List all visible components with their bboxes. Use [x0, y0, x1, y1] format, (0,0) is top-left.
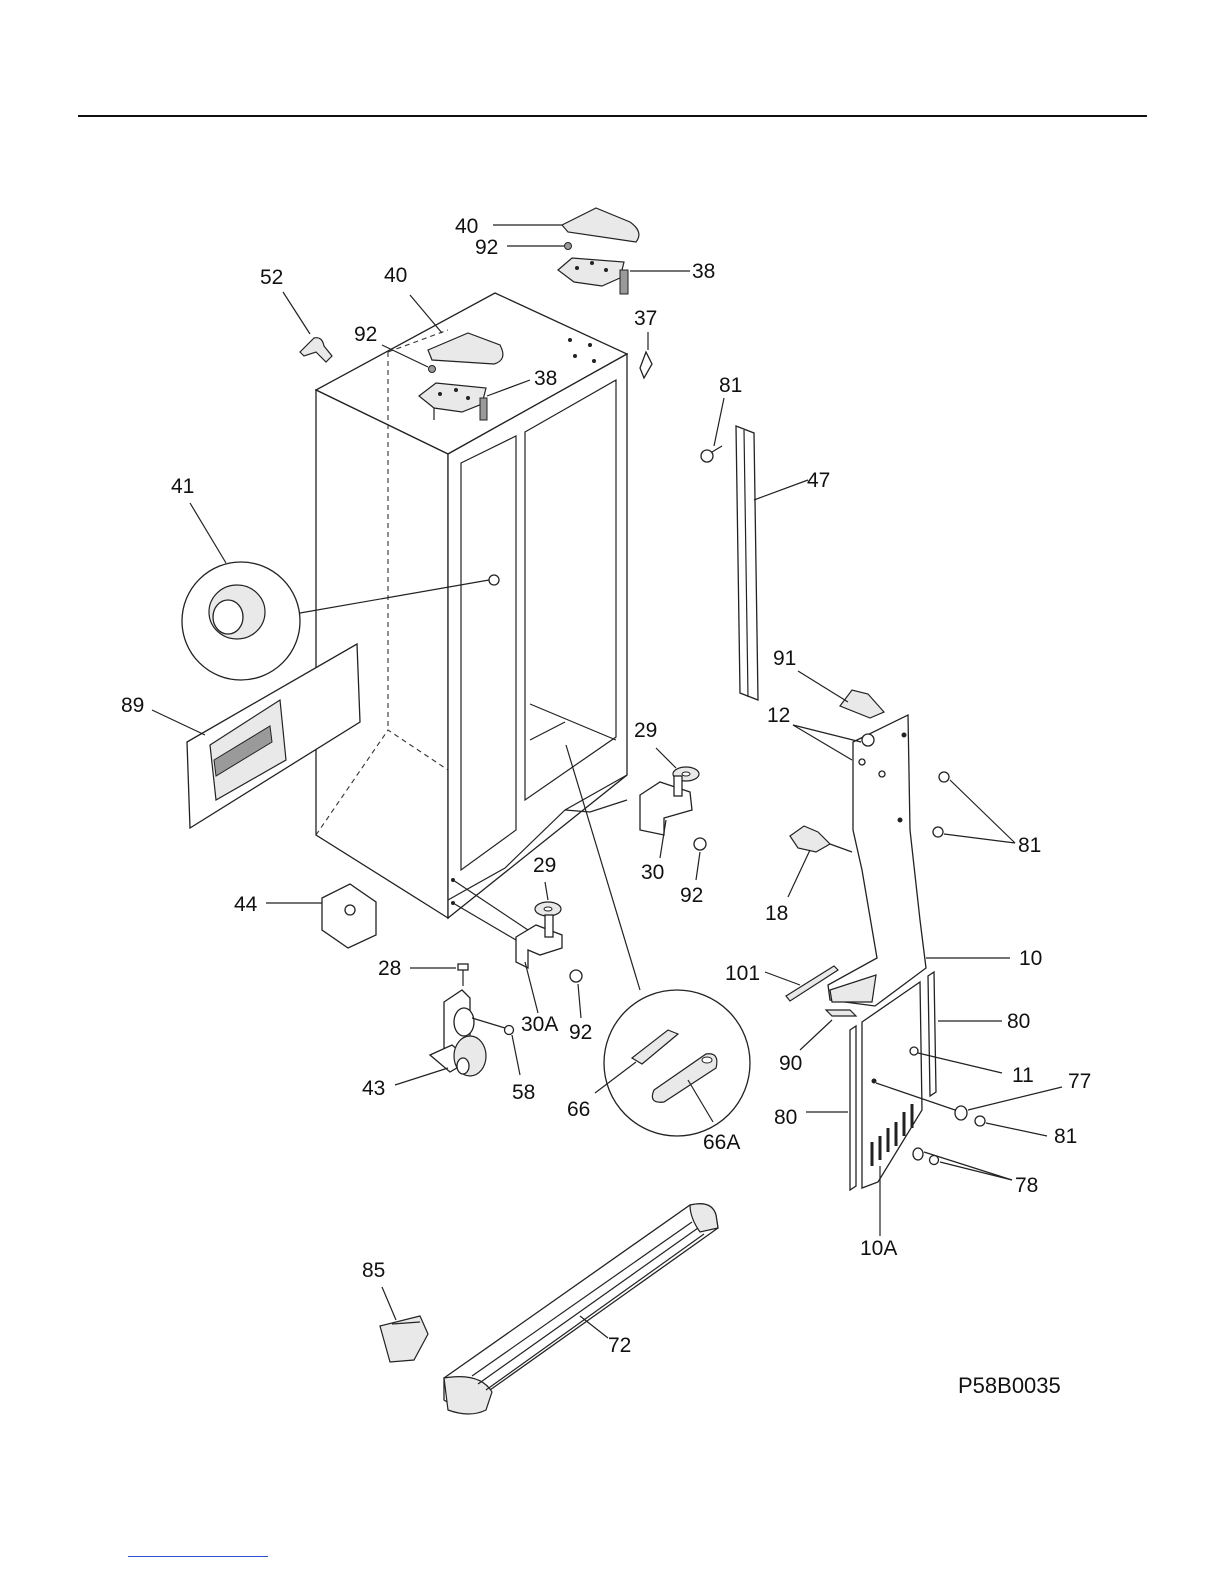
label-92-right: 92: [680, 884, 703, 907]
thermostat-18: [790, 826, 852, 852]
screw-58: [505, 1026, 514, 1035]
label-47: 47: [807, 469, 830, 492]
screw-lower: [429, 366, 436, 373]
part-90: [826, 1010, 856, 1016]
end-cap-85: [380, 1316, 428, 1362]
label-89: 89: [121, 694, 144, 717]
hinge-cover-upper: [562, 208, 639, 242]
screw-78: [930, 1156, 939, 1165]
label-92-upper: 92: [475, 236, 498, 259]
box-44: [322, 884, 376, 948]
roller-43: [430, 990, 486, 1076]
label-77: 77: [1068, 1070, 1091, 1093]
bolt-28: [458, 964, 468, 986]
label-72: 72: [608, 1334, 631, 1357]
label-81-right: 81: [1018, 834, 1041, 857]
washer-29-lower: [535, 902, 561, 916]
screw-92-lower: [570, 970, 582, 982]
strip-80-right: [928, 972, 936, 1096]
label-92-lower-hinge: 92: [569, 1021, 592, 1044]
plug-52: [300, 338, 332, 362]
label-66A: 66A: [703, 1131, 740, 1154]
label-29-upper: 29: [634, 719, 657, 742]
washer-77: [955, 1106, 967, 1120]
strip-80-left: [850, 1026, 856, 1190]
label-10A: 10A: [860, 1237, 897, 1260]
label-40-upper: 40: [455, 215, 478, 238]
label-66: 66: [567, 1098, 590, 1121]
label-38-upper: 38: [692, 260, 715, 283]
label-28: 28: [378, 957, 401, 980]
label-43: 43: [362, 1077, 385, 1100]
label-101: 101: [725, 962, 760, 985]
label-81-top: 81: [719, 374, 742, 397]
detail-circle-41: [182, 562, 300, 680]
drawing-code: P58B0035: [958, 1373, 1061, 1398]
screw-92-right: [694, 838, 706, 850]
label-91: 91: [773, 647, 796, 670]
label-80-left: 80: [774, 1106, 797, 1129]
label-10: 10: [1019, 947, 1042, 970]
screw-upper: [565, 243, 572, 250]
label-29-lower: 29: [533, 854, 556, 877]
label-12: 12: [767, 704, 790, 727]
screw-81-top: [701, 446, 722, 462]
screw-81-right-top: [939, 772, 949, 782]
label-40-lower: 40: [384, 264, 407, 287]
label-80-right: 80: [1007, 1010, 1030, 1033]
hinge-30A: [516, 915, 562, 968]
label-30A: 30A: [521, 1013, 558, 1036]
washer-78: [913, 1148, 923, 1160]
label-37: 37: [634, 307, 657, 330]
label-11: 11: [1012, 1064, 1034, 1087]
screw-81-lower: [975, 1116, 985, 1126]
footer-link-underline[interactable]: [128, 1556, 268, 1557]
label-78: 78: [1015, 1174, 1038, 1197]
label-44: 44: [234, 893, 258, 916]
label-41: 41: [171, 475, 194, 498]
grille-72: [444, 1204, 718, 1414]
label-92-lower: 92: [354, 323, 377, 346]
label-52: 52: [260, 266, 283, 289]
label-18: 18: [765, 902, 788, 925]
label-85: 85: [362, 1259, 385, 1282]
clip-91: [840, 690, 884, 718]
label-90: 90: [779, 1052, 802, 1075]
stop-37: [640, 352, 652, 378]
label-30: 30: [641, 861, 664, 884]
rail-47: [736, 426, 758, 700]
label-38-lower: 38: [534, 367, 557, 390]
label-58: 58: [512, 1081, 535, 1104]
screw-81-right-mid: [933, 827, 943, 837]
hinge-30: [640, 776, 692, 835]
label-81-lower: 81: [1054, 1125, 1077, 1148]
bracket-10: [828, 715, 926, 1006]
detail-circle-66: [604, 990, 750, 1136]
hinge-plate-upper: [558, 258, 628, 294]
